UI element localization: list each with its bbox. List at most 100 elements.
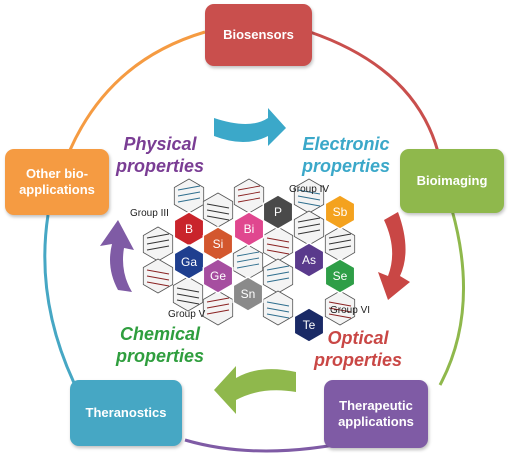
element-symbol-sn: Sn	[241, 287, 256, 301]
element-symbol-te: Te	[303, 318, 316, 332]
group-iii-label: Group III	[130, 208, 169, 219]
element-hex-bi	[233, 211, 265, 247]
group-v-label: Group V	[168, 309, 206, 320]
lattice-line	[297, 223, 321, 229]
element-hex-sn	[232, 276, 264, 312]
physical-properties-label: Physical properties	[106, 134, 214, 177]
lattice-line	[328, 233, 352, 239]
lattice-line	[266, 271, 290, 277]
lattice-line	[177, 197, 201, 203]
arrow-top	[214, 108, 286, 146]
element-symbol-p: P	[274, 205, 282, 219]
lattice-line	[206, 215, 230, 221]
therapeutic-applications-box: Therapeutic applications	[324, 380, 428, 448]
lattice-line	[177, 185, 201, 191]
lattice-line	[176, 299, 200, 305]
lattice-line	[266, 277, 290, 283]
lattice-line	[206, 203, 230, 209]
element-symbol-ga: Ga	[181, 255, 197, 269]
element-hex-ge	[202, 258, 234, 294]
lattice-line	[236, 257, 260, 263]
lattice-line	[266, 313, 290, 319]
electronic-properties-label: Electronic properties	[290, 134, 402, 177]
lattice-line	[146, 281, 170, 287]
lattice-line	[176, 287, 200, 293]
lattice-line	[297, 189, 321, 195]
element-symbol-b: B	[185, 222, 193, 236]
lattice-line	[237, 197, 261, 203]
element-symbol-as: As	[302, 253, 316, 267]
lattice-line	[236, 251, 260, 257]
lattice-line	[297, 217, 321, 223]
electronic-properties-text: Electronic properties	[301, 134, 391, 176]
structure-hex	[262, 290, 294, 326]
ring-arc-top-right	[309, 30, 442, 161]
lattice-line	[146, 275, 170, 281]
lattice-line	[206, 303, 230, 309]
ring-arc-top-left	[68, 30, 206, 151]
theranostics-label: Theranostics	[85, 404, 167, 420]
lattice-line	[146, 233, 170, 239]
other-bio-applications-label: Other bio-applications	[19, 165, 95, 197]
element-hex-se	[324, 258, 356, 294]
element-symbol-se: Se	[333, 269, 348, 283]
lattice-line	[297, 195, 321, 201]
element-symbol-sb: Sb	[333, 205, 348, 219]
group-iv-label: Group IV	[289, 184, 330, 195]
element-symbol-si: Si	[213, 237, 224, 251]
lattice-line	[266, 265, 290, 271]
element-symbol-bi: Bi	[244, 222, 255, 236]
chemical-properties-label: Chemical properties	[108, 324, 212, 367]
arrow-bottom	[214, 366, 296, 414]
lattice-line	[328, 301, 352, 307]
lattice-line	[266, 237, 290, 243]
lattice-line	[236, 263, 260, 269]
element-hex-as	[293, 242, 325, 278]
optical-properties-text: Optical properties	[313, 328, 403, 370]
element-symbol-ge: Ge	[210, 269, 226, 283]
arrow-right	[378, 212, 410, 300]
arrow-left	[100, 220, 134, 292]
lattice-line	[328, 313, 352, 319]
other-bio-applications-box: Other bio-applications	[5, 149, 109, 215]
lattice-line	[206, 297, 230, 303]
lattice-line	[146, 269, 170, 275]
physical-properties-text: Physical properties	[115, 134, 205, 176]
bioimaging-box: Bioimaging	[400, 149, 504, 213]
lattice-line	[266, 243, 290, 249]
element-hex-te	[293, 307, 325, 343]
group-vi-label: Group VI	[330, 305, 371, 316]
lattice-line	[328, 307, 352, 313]
lattice-line	[206, 309, 230, 315]
structure-hex	[142, 258, 174, 294]
structure-hex	[262, 258, 294, 294]
structure-hex	[142, 226, 174, 262]
lattice-line	[176, 293, 200, 299]
biosensors-label: Biosensors	[223, 26, 294, 42]
biosensors-box: Biosensors	[205, 4, 312, 66]
lattice-line	[177, 191, 201, 197]
theranostics-box: Theranostics	[70, 380, 182, 446]
therapeutic-applications-label: Therapeutic applications	[338, 397, 414, 429]
element-hex-p	[262, 194, 294, 230]
element-hex-sb	[324, 194, 356, 230]
lattice-line	[237, 185, 261, 191]
lattice-line	[237, 191, 261, 197]
optical-properties-label: Optical properties	[308, 328, 408, 371]
lattice-line	[266, 301, 290, 307]
lattice-line	[266, 307, 290, 313]
lattice-line	[328, 245, 352, 251]
structure-hex	[293, 210, 325, 246]
structure-hex	[293, 178, 325, 214]
ring-arc-right	[438, 209, 466, 386]
lattice-line	[266, 249, 290, 255]
lattice-line	[297, 201, 321, 207]
lattice-line	[297, 229, 321, 235]
chemical-properties-text: Chemical properties	[115, 324, 205, 366]
ring-arc-left	[43, 214, 77, 386]
structure-hex	[202, 192, 234, 228]
lattice-line	[146, 245, 170, 251]
